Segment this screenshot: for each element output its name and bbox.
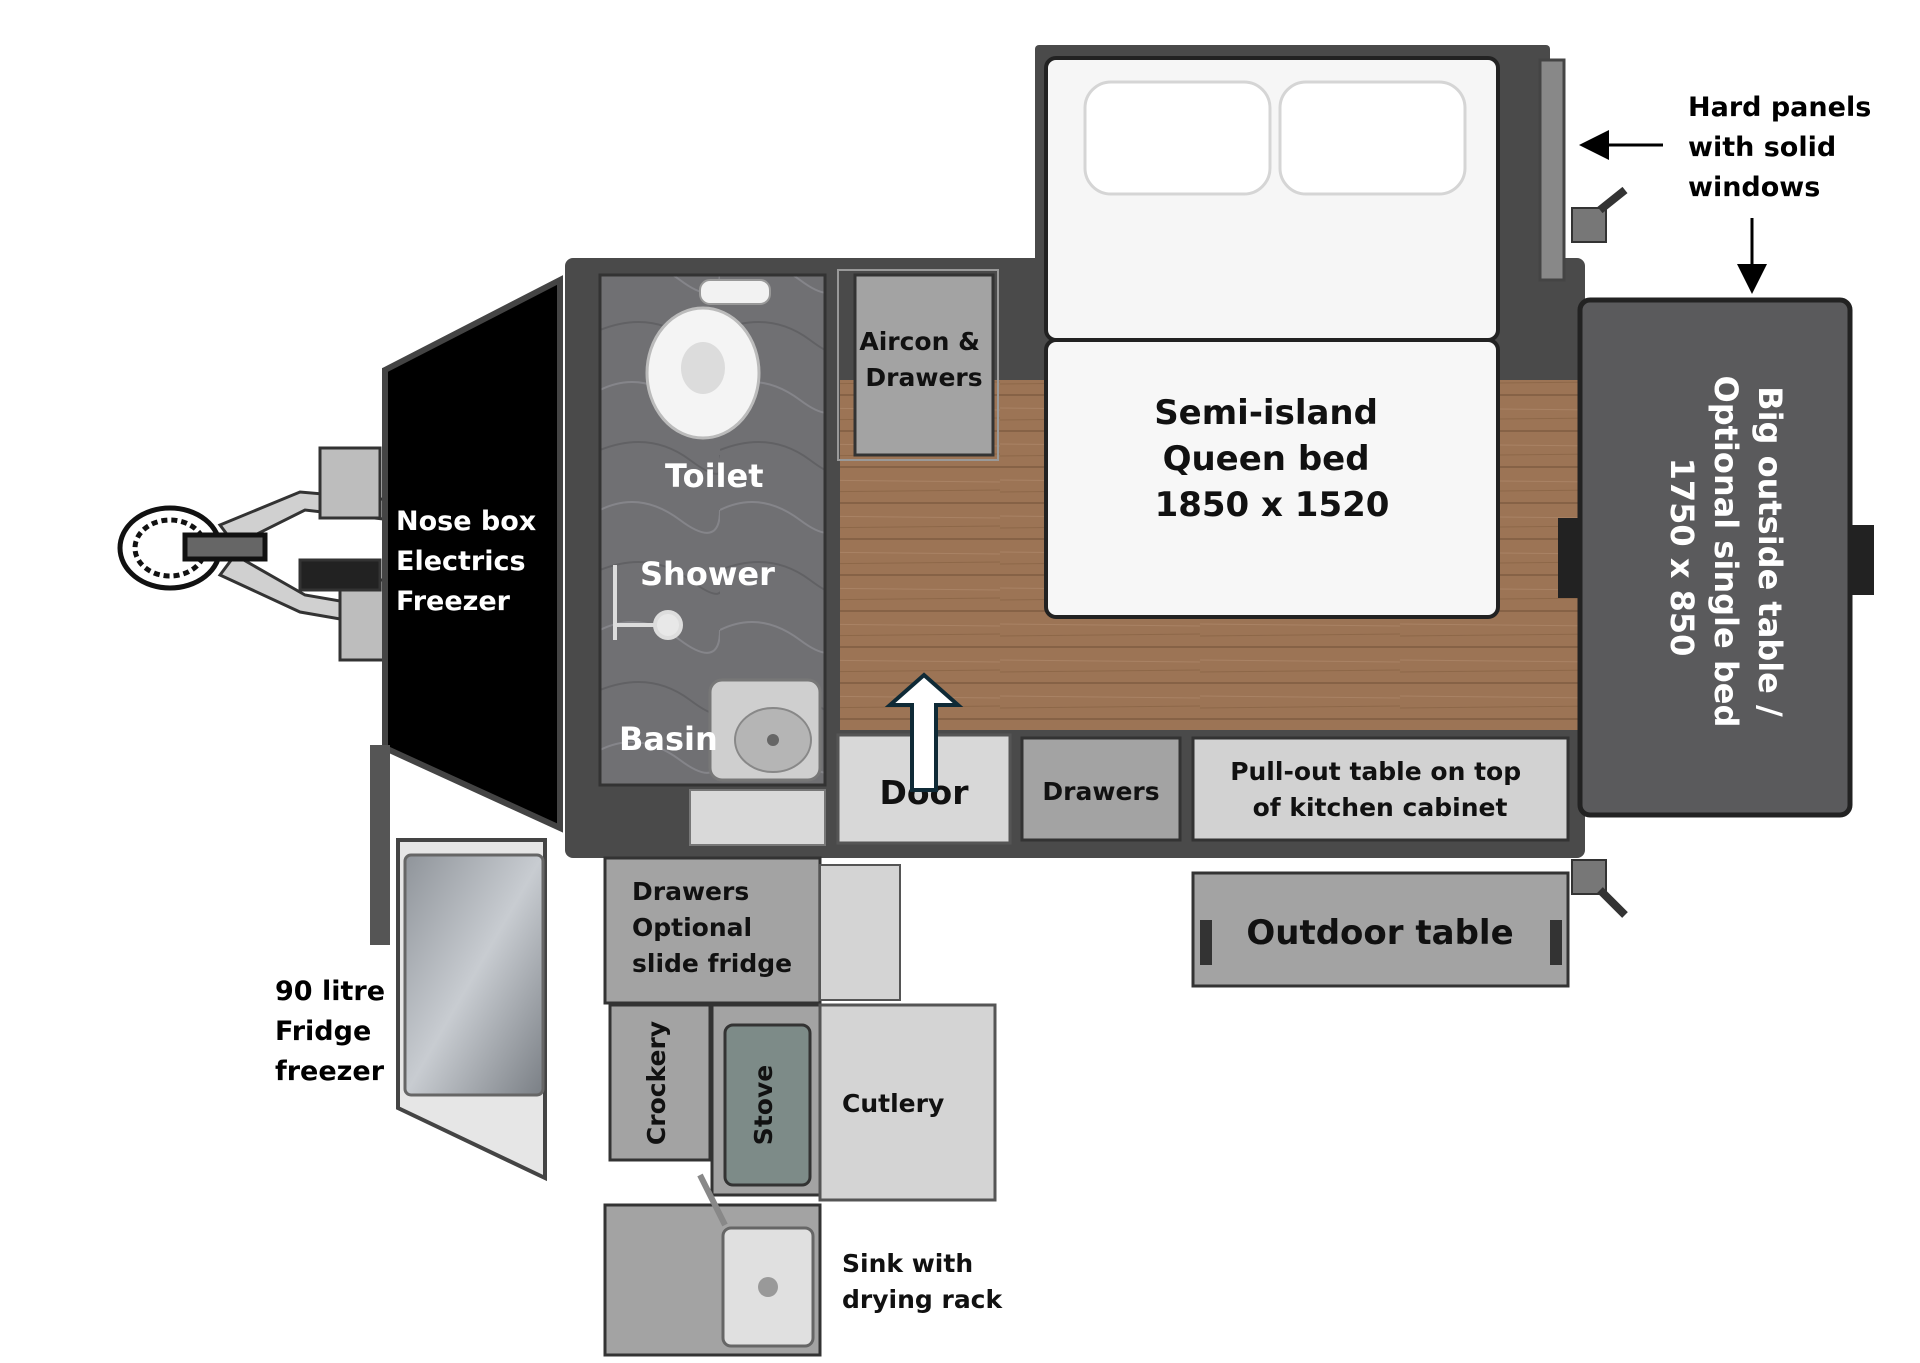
- basin-label: Basin: [619, 720, 718, 758]
- door-entry-arrow-icon: [884, 672, 964, 792]
- aircon-drawers-cabinet: [853, 273, 995, 457]
- drawers-label: Drawers: [1042, 777, 1159, 806]
- hitch-chain-icon: [117, 505, 268, 591]
- drawers-fridge-cabinet: [603, 856, 822, 1005]
- fridge-freezer: [370, 745, 547, 1182]
- outdoor-table: [1191, 871, 1570, 988]
- stove-icon: [723, 1023, 812, 1187]
- drawers-fridge-label: Drawers Optional slide fridge: [632, 877, 792, 978]
- pullout-table-cabinet: [1191, 736, 1570, 842]
- cutlery-drawer: [818, 1003, 997, 1202]
- stove-label: Stove: [749, 1065, 778, 1145]
- toilet-icon: [645, 279, 771, 440]
- outdoor-table-label: Outdoor table: [1246, 913, 1513, 953]
- queen-bed-label: Semi-island Queen bed 1850 x 1520: [1154, 393, 1390, 525]
- shower-label: Shower: [640, 555, 775, 593]
- cutlery-label: Cutlery: [842, 1089, 944, 1118]
- drawers-cabinet: [1020, 736, 1182, 842]
- toilet-label: Toilet: [665, 457, 764, 495]
- shower-head-icon: [613, 565, 683, 640]
- queen-bed: [1044, 56, 1500, 619]
- nose-box: [382, 275, 563, 833]
- hinge-icon: [1571, 186, 1628, 918]
- pullout-table-label: Pull-out table on top of kitchen cabinet: [1230, 757, 1530, 822]
- basin-icon: [708, 678, 822, 782]
- hard-panels-label: Hard panels with solid windows: [1688, 92, 1881, 203]
- fridge-freezer-label: 90 litre Fridge freezer: [275, 976, 394, 1087]
- sink-label: Sink with drying rack: [842, 1249, 1004, 1314]
- aircon-drawers-label: Aircon & Drawers: [859, 327, 988, 392]
- crockery-cabinet: [608, 1003, 712, 1162]
- crockery-label: Crockery: [642, 1021, 671, 1145]
- nose-box-label: Nose box Electrics Freezer: [396, 506, 546, 617]
- big-outside-table-label: Big outside table / Optional single bed …: [1663, 375, 1789, 738]
